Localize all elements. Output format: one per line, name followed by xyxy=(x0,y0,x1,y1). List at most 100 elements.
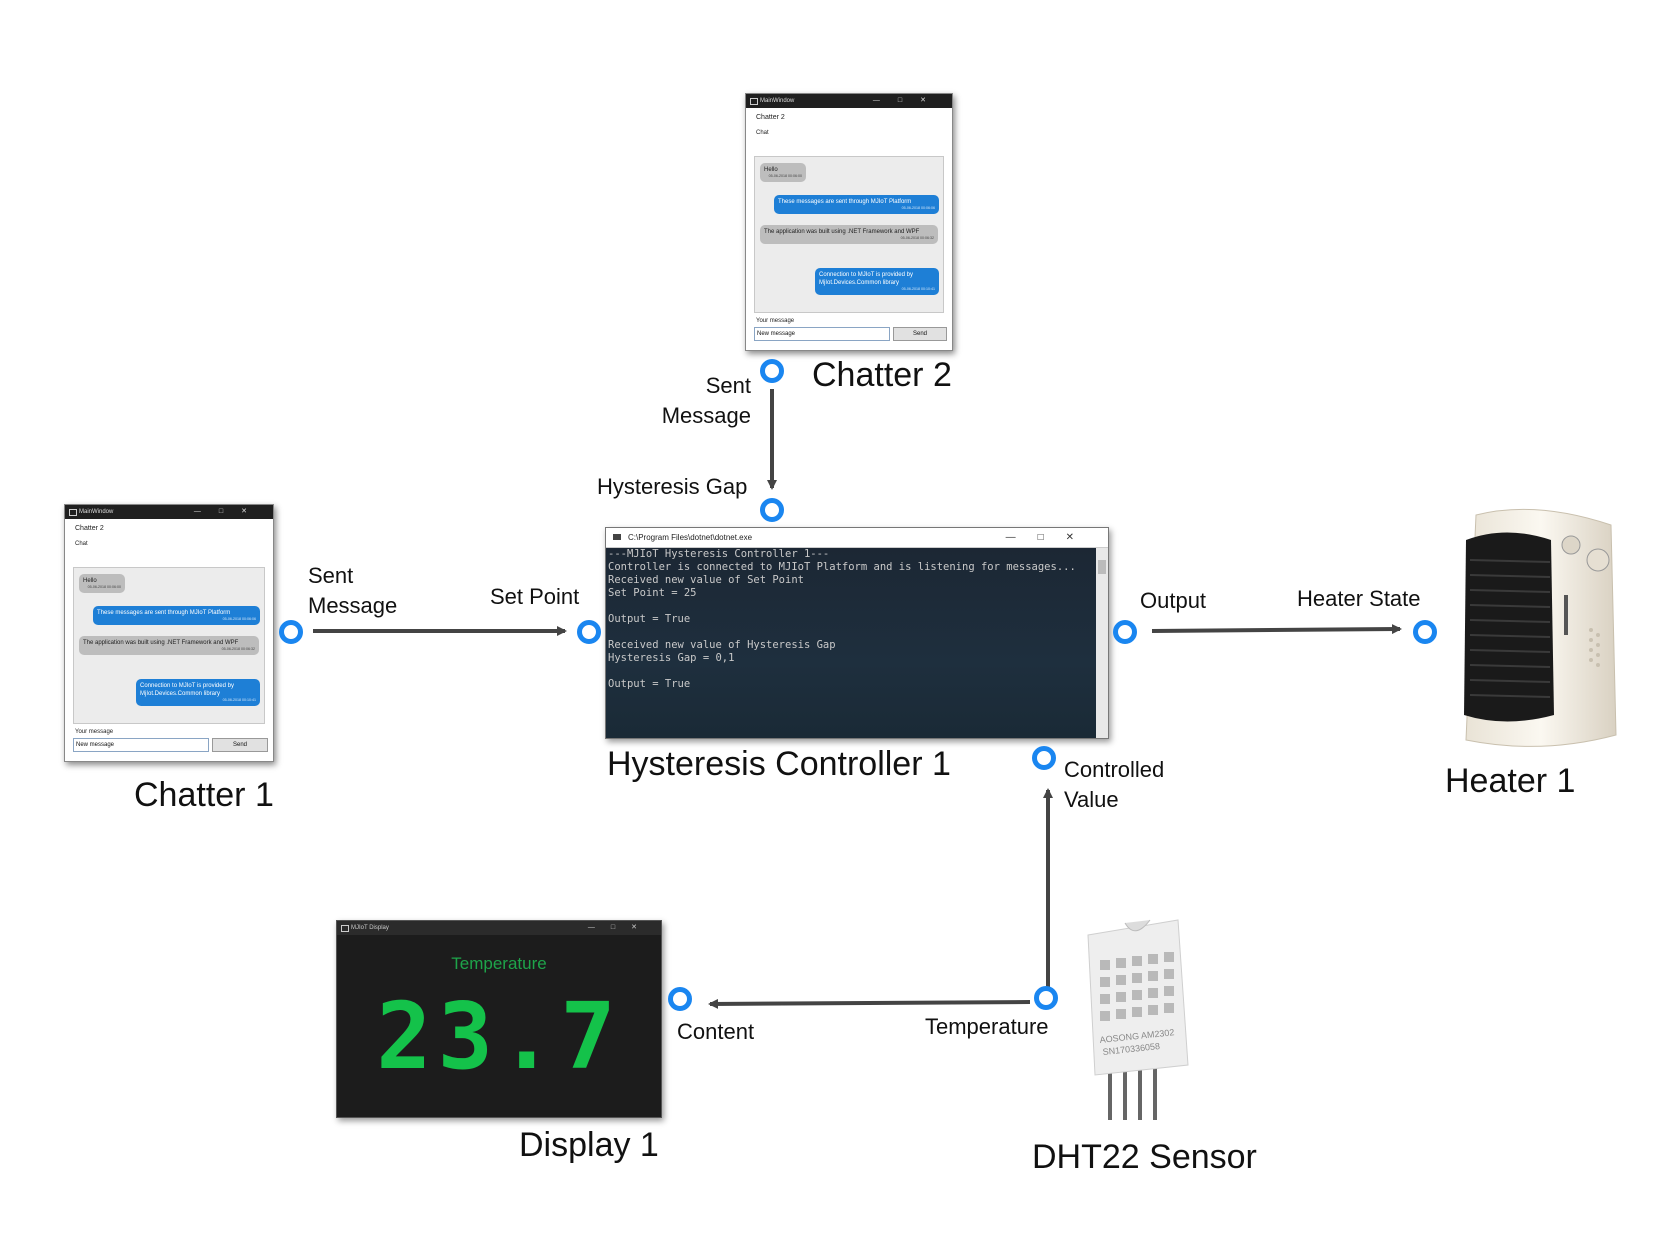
chat-message-text: The application was built using .NET Fra… xyxy=(83,640,239,646)
display-content-port[interactable] xyxy=(668,987,692,1011)
display-content-label: Content xyxy=(677,1019,755,1044)
chat-message: Connection to MJIoT is provided by MjIot… xyxy=(136,679,260,706)
chatter2-titlebar: MainWindow —□✕ xyxy=(746,94,952,108)
console-line: Set Point = 25 xyxy=(608,587,697,599)
chat-message-time: 05-06-2018 00:06:00 xyxy=(768,174,802,178)
sensor-temperature-port[interactable] xyxy=(1034,986,1058,1010)
console-output: ---MJIoT Hysteresis Controller 1--- Cont… xyxy=(606,548,1096,738)
chatter1-window: MainWindow —□✕ Chatter 2 Chat Hello 05-0… xyxy=(64,504,274,762)
display-titlebar: MJIoT Display —□✕ xyxy=(337,921,661,935)
chat-message: Hello 05-06-2018 00:06:00 xyxy=(760,163,806,182)
controller-window-title: C:\Program Files\dotnet\dotnet.exe xyxy=(628,533,753,542)
chat-message-time: 05-06-2018 00:06:32 xyxy=(900,236,934,240)
chatter1-title: Chatter 1 xyxy=(134,776,274,814)
controller-console-window: C:\Program Files\dotnet\dotnet.exe —□✕ -… xyxy=(605,527,1109,739)
chatter1-chat-list[interactable]: Hello 05-06-2018 00:06:00 These messages… xyxy=(73,567,265,724)
edge-output-to-heater xyxy=(1151,624,1402,635)
controller-titlebar: C:\Program Files\dotnet\dotnet.exe —□✕ xyxy=(606,528,1108,548)
hysteresis-gap-label: Hysteresis Gap xyxy=(597,474,748,499)
console-line xyxy=(606,665,1096,678)
chatter2-sent-message-label: Sent Message xyxy=(661,373,751,428)
console-line: Controller is connected to MJIoT Platfor… xyxy=(608,561,1076,573)
console-line: Received new value of Hysteresis Gap xyxy=(608,639,836,651)
display-temperature-label: Temperature xyxy=(451,954,547,973)
chatter2-your-message-label: Your message xyxy=(756,318,795,324)
controlled-value-port[interactable] xyxy=(1032,746,1056,770)
chatter1-header: Chatter 2 xyxy=(75,525,104,532)
sensor-title: DHT22 Sensor xyxy=(1032,1138,1257,1176)
chatter2-window-title: MainWindow xyxy=(760,98,795,104)
window-icon xyxy=(341,925,349,932)
chat-message-time: 05-06-2018 00:06:32 xyxy=(221,647,255,651)
console-line: ---MJIoT Hysteresis Controller 1--- xyxy=(608,548,830,560)
chat-message-time: 05-06-2018 00:06:00 xyxy=(87,585,121,589)
chat-message-text: Connection to MJIoT is provided by MjIot… xyxy=(140,683,234,697)
chatter2-send-button[interactable]: Send xyxy=(893,327,947,341)
console-line xyxy=(606,626,1096,639)
heater-title: Heater 1 xyxy=(1445,762,1576,800)
heater-state-port[interactable] xyxy=(1413,620,1437,644)
console-line: Received new value of Set Point xyxy=(608,574,804,586)
output-port[interactable] xyxy=(1113,620,1137,644)
console-line: Hysteresis Gap = 0,1 xyxy=(608,652,735,664)
console-scrollbar[interactable] xyxy=(1096,548,1108,738)
chatter2-window: MainWindow —□✕ Chatter 2 Chat Hello 05-0… xyxy=(745,93,953,351)
scrollbar-thumb[interactable] xyxy=(1098,560,1106,574)
chatter1-message-input[interactable]: New message xyxy=(73,738,209,752)
chatter2-chat-list[interactable]: Hello 05-06-2018 00:06:00 These messages… xyxy=(754,156,944,313)
chatter2-title: Chatter 2 xyxy=(812,356,952,394)
chatter1-send-button[interactable]: Send xyxy=(212,738,268,752)
controller-title: Hysteresis Controller 1 xyxy=(607,745,951,783)
chat-message-time: 05-06-2018 00:06:06 xyxy=(901,206,935,210)
chatter1-output-port[interactable] xyxy=(279,620,303,644)
window-controls-icon[interactable]: —□✕ xyxy=(872,97,944,104)
chat-message-text: The application was built using .NET Fra… xyxy=(764,229,920,235)
heater-state-label: Heater State xyxy=(1297,586,1421,611)
heater-image xyxy=(1464,508,1617,747)
chat-message-text: Hello xyxy=(83,578,97,584)
controlled-value-label: Controlled Value xyxy=(1064,757,1165,812)
hysteresis-gap-port[interactable] xyxy=(760,498,784,522)
set-point-port[interactable] xyxy=(577,620,601,644)
window-controls-icon[interactable]: —□✕ xyxy=(1005,532,1096,543)
chat-message: These messages are sent through MJIoT Pl… xyxy=(774,195,939,214)
chat-message-text: Hello xyxy=(764,167,778,173)
console-line: Output = True xyxy=(608,678,691,690)
set-point-label: Set Point xyxy=(490,584,580,609)
chatter2-header: Chatter 2 xyxy=(756,114,785,121)
display-window-title: MJIoT Display xyxy=(351,925,389,931)
chatter2-output-port[interactable] xyxy=(760,359,784,383)
sensor-temperature-label: Temperature xyxy=(925,1014,1049,1039)
console-icon xyxy=(613,534,621,540)
chat-message-time: 05-06-2018 00:10:41 xyxy=(222,698,256,702)
console-line xyxy=(606,600,1096,613)
edge-sensor-to-display xyxy=(708,998,1031,1009)
chatter1-window-title: MainWindow xyxy=(79,509,114,515)
chat-message-text: Connection to MJIoT is provided by MjIot… xyxy=(819,272,913,286)
dht22-sensor-image: AOSONG AM2302 SN170336058 xyxy=(1087,919,1189,1120)
chatter1-sent-message-label: Sent Message xyxy=(308,563,398,618)
window-controls-icon[interactable]: —□✕ xyxy=(587,924,653,931)
chat-message: The application was built using .NET Fra… xyxy=(760,225,938,244)
display-window: MJIoT Display —□✕ Temperature 23.7 xyxy=(336,920,662,1118)
chat-message-time: 05-06-2018 00:06:06 xyxy=(222,617,256,621)
window-icon xyxy=(750,98,758,105)
chat-message: These messages are sent through MJIoT Pl… xyxy=(93,606,260,625)
window-controls-icon[interactable]: —□✕ xyxy=(193,508,265,515)
chat-message-time: 05-06-2018 00:10:41 xyxy=(901,287,935,291)
chatter2-chat-label: Chat xyxy=(756,130,769,136)
display-value: 23.7 xyxy=(376,983,622,1090)
chat-message: The application was built using .NET Fra… xyxy=(79,636,259,655)
chatter1-titlebar: MainWindow —□✕ xyxy=(65,505,273,519)
chat-message-text: These messages are sent through MJIoT Pl… xyxy=(97,610,231,616)
chat-message: Connection to MJIoT is provided by MjIot… xyxy=(815,268,939,295)
chat-message-text: These messages are sent through MJIoT Pl… xyxy=(778,199,912,205)
chatter1-chat-label: Chat xyxy=(75,541,88,547)
window-icon xyxy=(69,509,77,516)
output-label: Output xyxy=(1140,588,1207,613)
chat-message: Hello 05-06-2018 00:06:00 xyxy=(79,574,125,593)
display-title: Display 1 xyxy=(519,1126,659,1164)
console-line: Output = True xyxy=(608,613,691,625)
chatter2-message-input[interactable]: New message xyxy=(754,327,890,341)
